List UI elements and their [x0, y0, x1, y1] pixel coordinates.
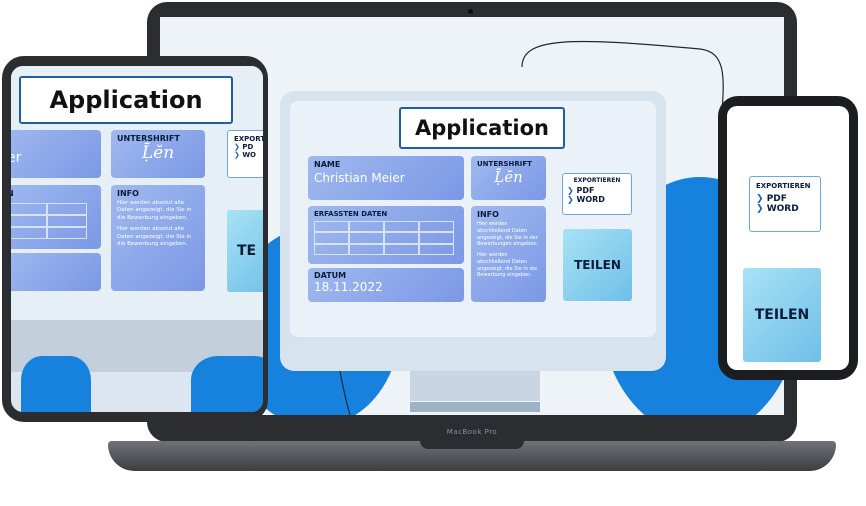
signature-icon: Ḹĕn	[141, 143, 175, 163]
phone-screen: EXPORTIEREN ❯ PDF ❯ WORD TEILEN	[727, 106, 849, 370]
date-label: DATUM	[314, 271, 347, 280]
name-value: Christian Meier	[314, 171, 405, 185]
phone-share-button[interactable]: TEILEN	[743, 268, 821, 362]
monitor-stand-base	[410, 402, 540, 412]
tablet-info-card: INFO Hier werden absolut alle Daten ange…	[111, 185, 205, 291]
phone-export-panel: EXPORTIEREN ❯ PDF ❯ WORD	[749, 176, 821, 232]
tablet-export-label: EXPORT	[234, 135, 263, 143]
share-label: TEILEN	[574, 258, 621, 272]
tablet-signature-label: UNTERSHRIFT	[117, 134, 180, 143]
info-card: INFO Hier werden abschließend Daten ange…	[471, 206, 546, 302]
tablet-info-text-1: Hier werden absolut alle Daten angezeigt…	[117, 200, 192, 221]
export-pdf-option[interactable]: ❯ PDF	[567, 186, 595, 195]
tablet-screen: Application er UNTERSHRIFT Ḹĕn EXPORT ❯ …	[11, 66, 263, 412]
laptop-brand-label: MacBook Pro	[446, 428, 498, 436]
tablet-background-blob-left	[21, 356, 91, 412]
name-label: NAME	[314, 160, 341, 169]
captured-data-grid	[314, 221, 454, 255]
chevron-right-icon: ❯	[756, 204, 764, 214]
captured-data-label: ERFASSTEN DATEN	[314, 210, 388, 218]
date-value: 18.11.2022	[314, 280, 383, 294]
signature-card[interactable]: UNTERSHRIFT Ḹĕn	[471, 156, 546, 200]
phone-share-label: TEILEN	[754, 307, 810, 323]
phone-export-label: EXPORTIEREN	[756, 182, 811, 190]
tablet-captured-data-grid	[11, 203, 87, 239]
chevron-right-icon: ❯	[567, 186, 574, 195]
tablet-date-card[interactable]	[11, 253, 101, 291]
chevron-right-icon: ❯	[567, 195, 574, 204]
tablet-app-title: Application	[19, 76, 233, 124]
tablet-captured-data-card[interactable]: N	[11, 185, 101, 249]
tablet-name-card[interactable]: er	[11, 130, 101, 178]
signature-label: UNTERSHRIFT	[477, 160, 532, 168]
app-window: Application NAME Christian Meier UNTERSH…	[290, 101, 656, 337]
tablet-share-button[interactable]: TE	[227, 210, 263, 292]
name-card[interactable]: NAME Christian Meier	[308, 156, 464, 200]
tablet-export-pdf-option[interactable]: ❯ PD	[234, 143, 254, 151]
tablet-background-blob-right	[191, 356, 263, 412]
export-word-option[interactable]: ❯ WORD	[567, 195, 605, 204]
share-button[interactable]: TEILEN	[563, 229, 632, 301]
info-text-2: Hier werden abschließend Daten angezeigt…	[477, 252, 538, 279]
tablet-app-title-text: Application	[49, 86, 203, 114]
info-text-1: Hier werden abschließend Daten angezeigt…	[477, 221, 539, 248]
export-label: EXPORTIEREN	[573, 177, 621, 184]
laptop-camera	[468, 9, 473, 14]
signature-icon: Ḹĕn	[494, 168, 523, 186]
tablet-info-text-2: Hier werden absolut alle Daten angezeigt…	[117, 226, 192, 248]
tablet-name-fragment: er	[11, 150, 22, 166]
laptop-trackpad-notch	[420, 441, 524, 449]
phone-export-pdf-option[interactable]: ❯ PDF	[756, 194, 787, 204]
chevron-right-icon: ❯	[234, 151, 240, 159]
tablet-export-word-option[interactable]: ❯ WO	[234, 151, 256, 159]
info-label: INFO	[477, 210, 499, 219]
chevron-right-icon: ❯	[234, 143, 240, 151]
captured-data-card[interactable]: ERFASSTEN DATEN	[308, 206, 464, 264]
tablet-export-panel: EXPORT ❯ PD ❯ WO	[227, 130, 263, 178]
app-title: Application	[399, 107, 565, 149]
export-panel: EXPORTIEREN ❯ PDF ❯ WORD	[562, 173, 632, 215]
tablet-info-label: INFO	[117, 189, 139, 198]
app-title-text: Application	[415, 116, 549, 140]
date-card[interactable]: DATUM 18.11.2022	[308, 268, 464, 302]
phone-export-word-option[interactable]: ❯ WORD	[756, 204, 799, 214]
tablet-section-fragment: N	[11, 185, 101, 198]
tablet-share-label: TE	[237, 243, 257, 259]
monitor-stand	[410, 371, 540, 401]
tablet-signature-card[interactable]: UNTERSHRIFT Ḹĕn	[111, 130, 205, 178]
chevron-right-icon: ❯	[756, 194, 764, 204]
